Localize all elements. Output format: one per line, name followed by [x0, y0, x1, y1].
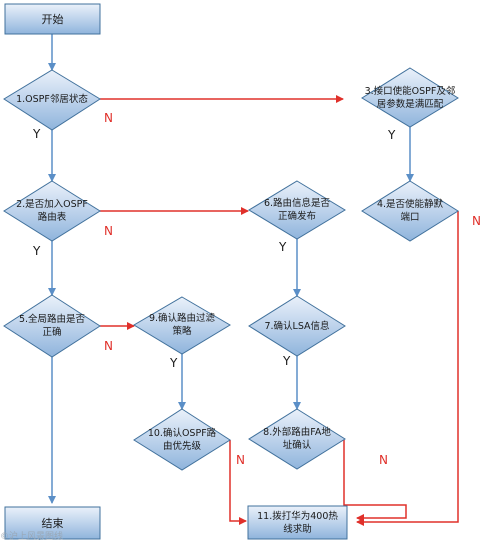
- watermark: ©沪上风景图线: [0, 532, 64, 542]
- decision-n8: [248, 408, 346, 470]
- start-node: [4, 3, 101, 35]
- edge-n10-n11: [229, 440, 247, 525]
- process-n11: [247, 505, 348, 540]
- end-node: [4, 506, 101, 540]
- decision-n4: [361, 180, 459, 242]
- decision-n7: [248, 295, 346, 357]
- decision-n5: [3, 294, 101, 358]
- decision-n9: [133, 296, 231, 355]
- edge-n4-n11: [356, 211, 459, 526]
- decision-n6: [248, 180, 346, 240]
- decision-n3: [361, 67, 459, 128]
- decision-n1: [3, 69, 101, 131]
- decision-n2: [3, 180, 101, 242]
- edge-n8-n11: [343, 440, 407, 522]
- decision-n10: [133, 408, 231, 471]
